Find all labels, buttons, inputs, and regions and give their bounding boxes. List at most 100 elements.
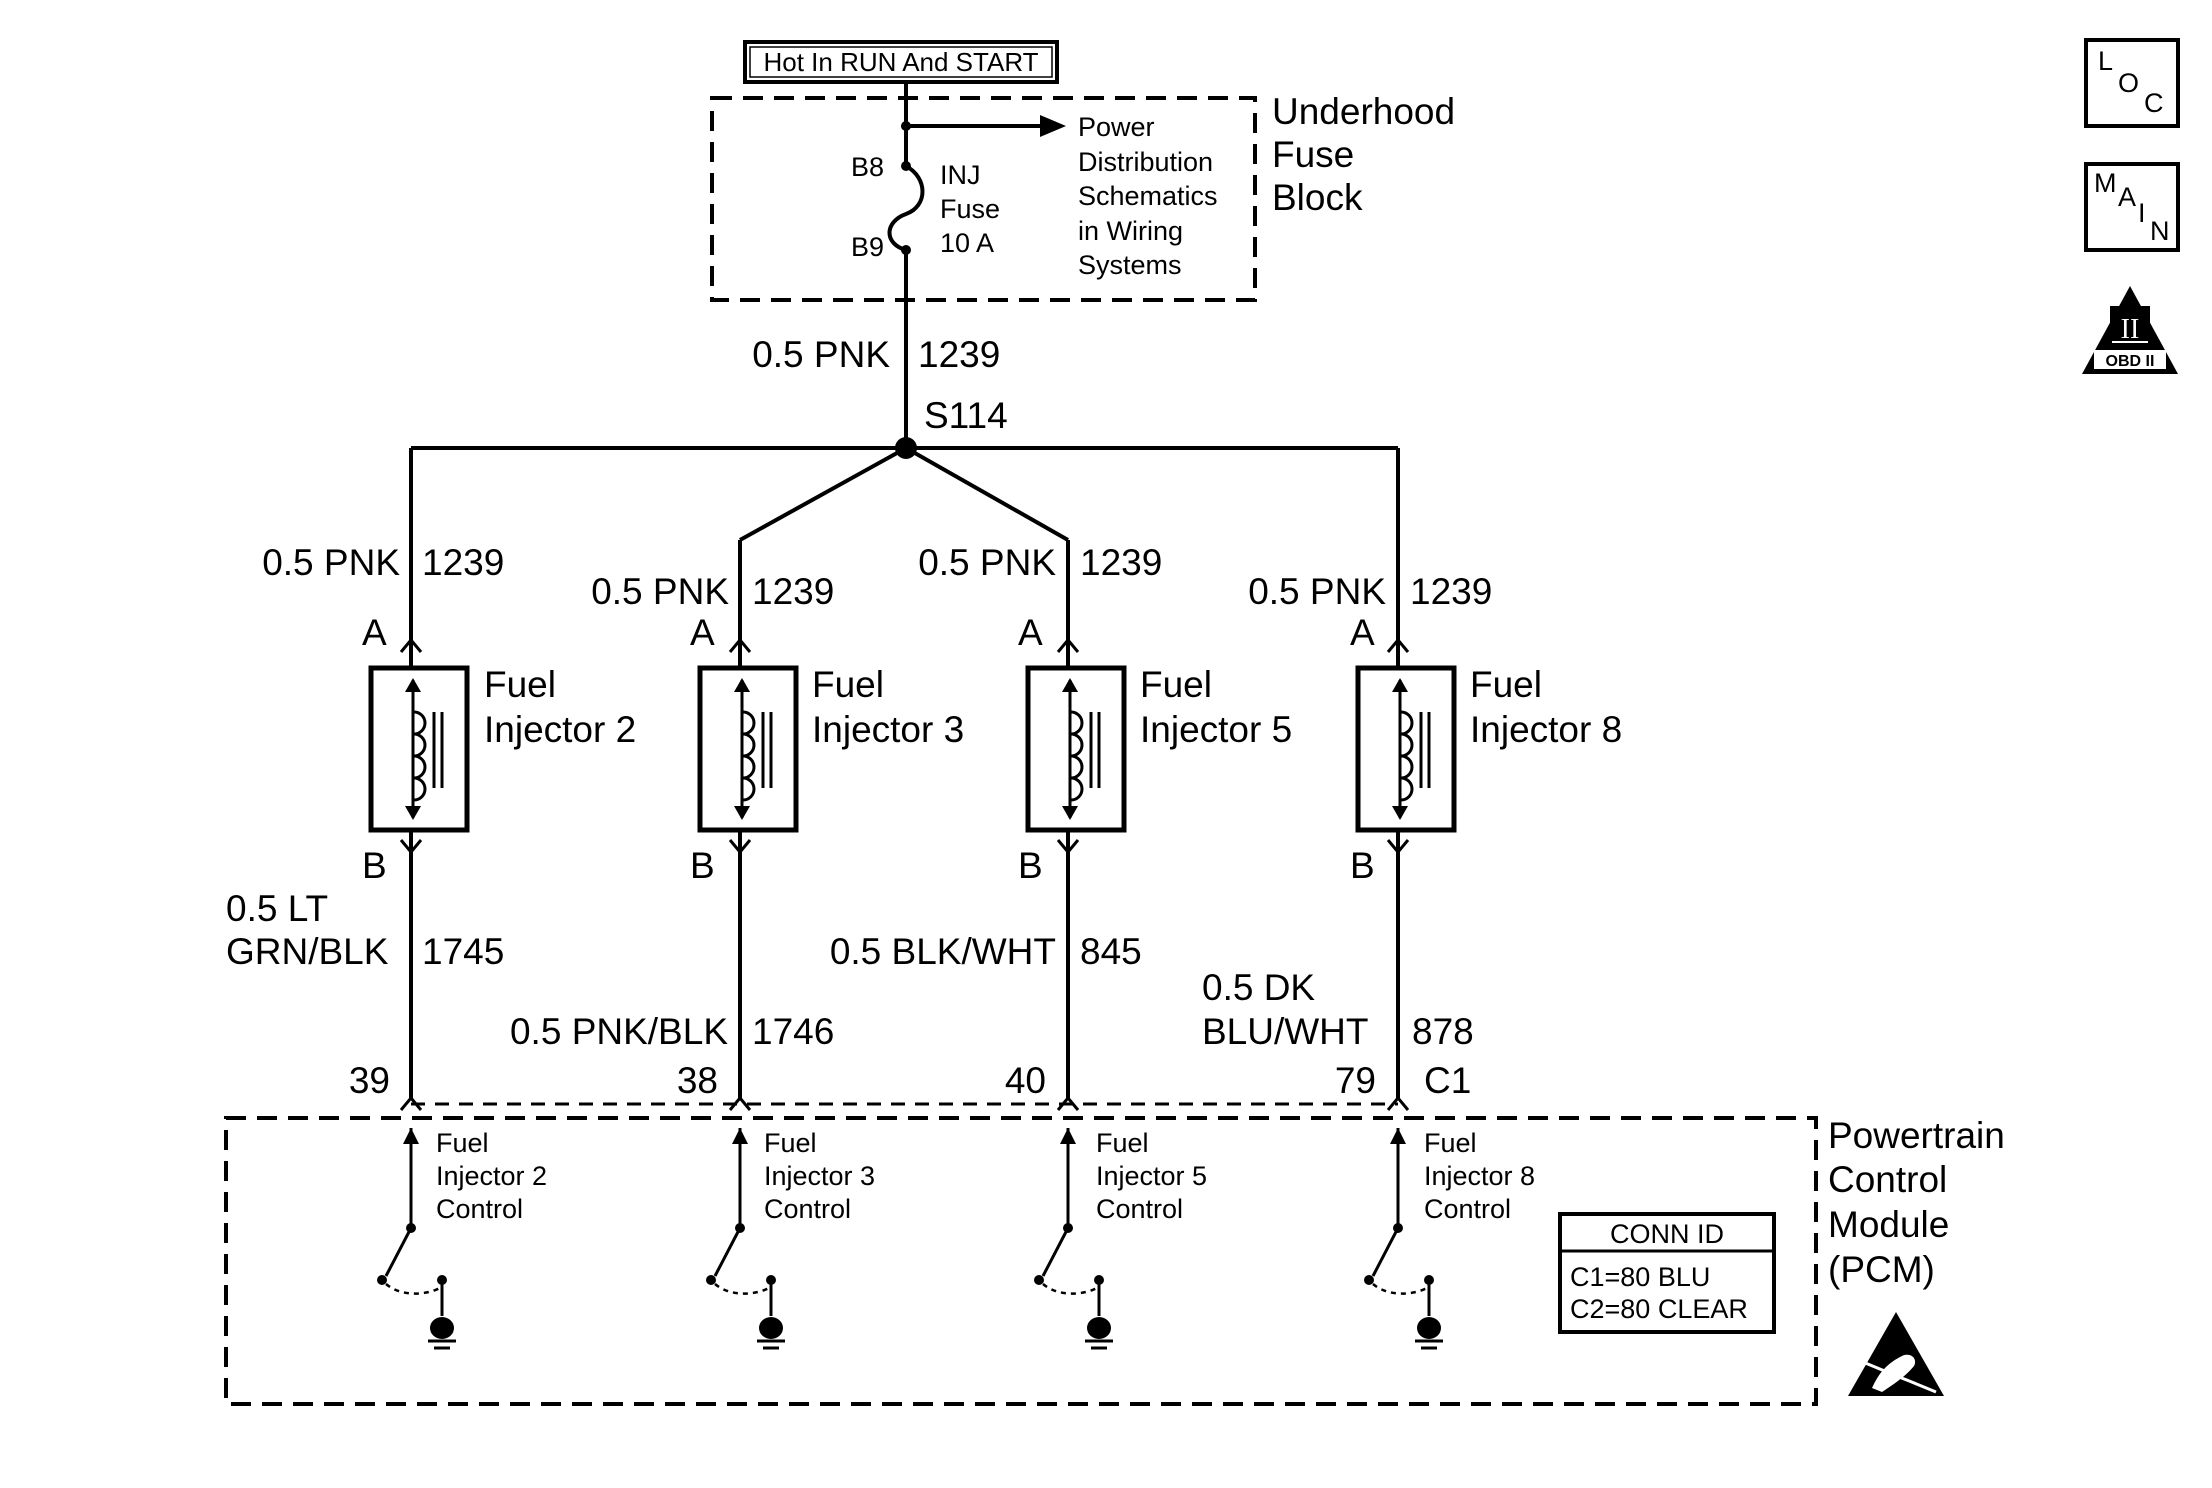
svg-text:Underhood: Underhood xyxy=(1272,91,1455,132)
svg-text:Fuel: Fuel xyxy=(484,664,556,705)
svg-text:Fuse: Fuse xyxy=(1272,134,1354,175)
svg-text:Injector 8: Injector 8 xyxy=(1424,1161,1535,1191)
injector-5-coil xyxy=(1070,710,1084,802)
injector-8-upper-wire-circuit: 1239 xyxy=(1410,571,1492,612)
injector-2-body xyxy=(368,665,470,833)
injector-2-driver: Fuel Injector 2 Control xyxy=(377,1128,547,1350)
svg-text:O: O xyxy=(2118,68,2139,98)
injector-2-lower-wire-circuit: 1745 xyxy=(422,931,504,972)
pcm-outline xyxy=(224,1116,1818,1406)
injector-2-label: Fuel Injector 2 xyxy=(484,664,636,750)
fuse-pin-b9: B9 xyxy=(851,232,884,262)
injector-2-lower-wire-color: 0.5 LT GRN/BLK xyxy=(226,888,389,972)
pcm-pin-39: 39 xyxy=(349,1060,390,1101)
conn-id-c2: C2=80 CLEAR xyxy=(1570,1294,1748,1324)
pcm-module: Powertrain Control Module (PCM) CONN ID … xyxy=(224,1115,2005,1406)
svg-text:Injector 5: Injector 5 xyxy=(1096,1161,1207,1191)
svg-text:M: M xyxy=(2094,168,2117,198)
svg-text:Control: Control xyxy=(1424,1194,1511,1224)
svg-text:Module: Module xyxy=(1828,1204,1949,1245)
feed-wire-circuit: 1239 xyxy=(918,334,1000,375)
injector-3-pin-a: A xyxy=(690,612,715,653)
distribution-bus xyxy=(409,446,1400,642)
injector-3-body xyxy=(697,665,799,833)
svg-text:Fuel: Fuel xyxy=(1096,1128,1149,1158)
injector-8-lower-wire-color: 0.5 DK BLU/WHT xyxy=(1202,967,1369,1052)
svg-text:Fuel: Fuel xyxy=(436,1128,489,1158)
main-icon[interactable]: M A I N xyxy=(2084,162,2180,252)
pcm-pin-40: 40 xyxy=(1005,1060,1046,1101)
injector-5-lower-wire-circuit: 845 xyxy=(1080,931,1142,972)
svg-text:10 A: 10 A xyxy=(940,228,994,258)
svg-text:Injector 5: Injector 5 xyxy=(1140,709,1292,750)
underhood-fuse-block-label: Underhood Fuse Block xyxy=(1272,91,1455,218)
svg-text:L: L xyxy=(2098,46,2113,76)
injector-5-pin-b: B xyxy=(1018,845,1043,886)
injector-3-label: Fuel Injector 3 xyxy=(812,664,964,750)
pcm-pin-79: 79 xyxy=(1335,1060,1376,1101)
svg-text:Fuse: Fuse xyxy=(940,194,1000,224)
svg-text:Block: Block xyxy=(1272,177,1363,218)
svg-text:II: II xyxy=(2121,314,2140,345)
svg-text:A: A xyxy=(2118,182,2136,212)
ground-icon xyxy=(1417,1317,1441,1339)
svg-text:Distribution: Distribution xyxy=(1078,147,1213,177)
svg-text:Fuel: Fuel xyxy=(812,664,884,705)
svg-text:Fuel: Fuel xyxy=(764,1128,817,1158)
injector-8-upper-wire-color: 0.5 PNK xyxy=(1248,571,1386,612)
fuel-injector-8: 0.5 PNK 1239 A Fuel Injector 8 B 0.5 DK … xyxy=(1202,571,1622,1111)
injector-3-control-label: Fuel Injector 3 Control xyxy=(764,1128,875,1224)
svg-text:Control: Control xyxy=(1828,1159,1947,1200)
feed-wire-color: 0.5 PNK xyxy=(752,334,890,375)
svg-text:Injector 2: Injector 2 xyxy=(484,709,636,750)
power-source: Hot In RUN And START Underhood Fuse Bloc… xyxy=(710,40,1455,459)
ground-icon xyxy=(430,1317,454,1339)
svg-text:GRN/BLK: GRN/BLK xyxy=(226,931,389,972)
injector-5-body xyxy=(1025,665,1127,833)
splice-s114-label: S114 xyxy=(924,395,1008,436)
fuel-injector-2: 0.5 PNK 1239 A Fuel Injector 2 B 0.5 LT … xyxy=(226,542,636,1111)
conn-id-title: CONN ID xyxy=(1610,1219,1724,1249)
injector-8-driver: Fuel Injector 8 Control xyxy=(1364,1128,1535,1350)
injector-2-pin-b: B xyxy=(362,845,387,886)
ground-icon xyxy=(1087,1317,1111,1339)
svg-text:Schematics: Schematics xyxy=(1078,181,1218,211)
arrow-right-icon xyxy=(1040,115,1066,137)
injector-5-upper-wire-color: 0.5 PNK xyxy=(918,542,1056,583)
injector-5-lower-wire-color: 0.5 BLK/WHT xyxy=(830,931,1056,972)
fuel-injector-3: 0.5 PNK 1239 A Fuel Injector 3 B 0.5 PNK… xyxy=(510,571,964,1111)
svg-text:Injector 3: Injector 3 xyxy=(812,709,964,750)
injector-8-control-label: Fuel Injector 8 Control xyxy=(1424,1128,1535,1224)
obd-ii-icon[interactable]: II OBD II xyxy=(2082,286,2178,374)
svg-text:Powertrain: Powertrain xyxy=(1828,1115,2005,1156)
pcm-label: Powertrain Control Module (PCM) xyxy=(1828,1115,2005,1290)
conn-id-c1: C1=80 BLU xyxy=(1570,1262,1710,1292)
inj-fuse-label: INJ Fuse 10 A xyxy=(940,160,1000,258)
inj-fuse-symbol xyxy=(887,164,925,252)
injector-3-lower-wire-color: 0.5 PNK/BLK xyxy=(510,1011,728,1052)
svg-text:INJ: INJ xyxy=(940,160,981,190)
injector-3-upper-wire-color: 0.5 PNK xyxy=(591,571,729,612)
injector-3-driver: Fuel Injector 3 Control xyxy=(706,1128,875,1350)
svg-text:Fuel: Fuel xyxy=(1140,664,1212,705)
injector-5-upper-wire-circuit: 1239 xyxy=(1080,542,1162,583)
svg-text:N: N xyxy=(2150,216,2170,246)
svg-text:Control: Control xyxy=(764,1194,851,1224)
pcm-pin-38: 38 xyxy=(677,1060,718,1101)
fuse-pin-b8: B8 xyxy=(851,152,884,182)
svg-text:Power: Power xyxy=(1078,112,1155,142)
svg-text:I: I xyxy=(2138,198,2146,228)
injector-3-upper-wire-circuit: 1239 xyxy=(752,571,834,612)
power-distribution-reference: Power Distribution Schematics in Wiring … xyxy=(1078,112,1218,280)
injector-3-coil xyxy=(742,710,756,802)
loc-icon[interactable]: L O C xyxy=(2084,38,2180,128)
ground-icon xyxy=(759,1317,783,1339)
injector-8-lower-wire-circuit: 878 xyxy=(1412,1011,1474,1052)
svg-text:Control: Control xyxy=(1096,1194,1183,1224)
injector-2-control-label: Fuel Injector 2 Control xyxy=(436,1128,547,1224)
injector-8-pin-a: A xyxy=(1350,612,1375,653)
svg-text:0.5 DK: 0.5 DK xyxy=(1202,967,1315,1008)
hot-in-run-start-label: Hot In RUN And START xyxy=(763,47,1038,77)
injector-2-coil xyxy=(413,710,427,802)
